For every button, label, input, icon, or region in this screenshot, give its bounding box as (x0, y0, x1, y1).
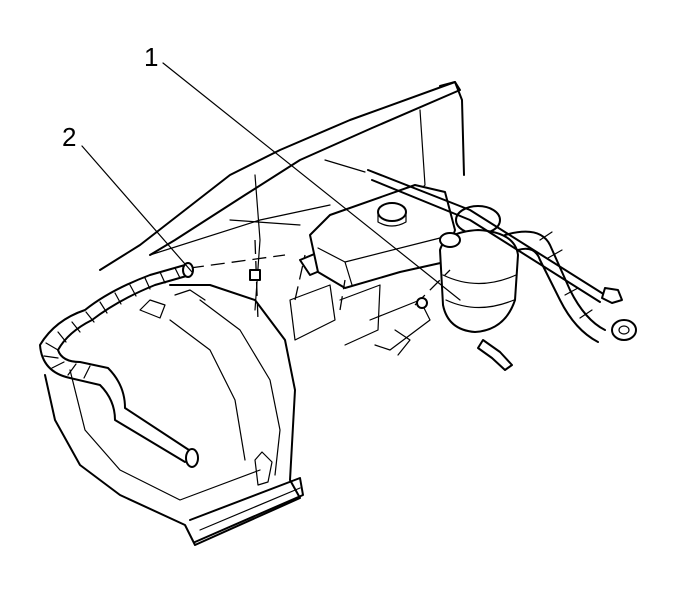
callout-1-label: 1 (144, 42, 158, 72)
callout-1-leader (162, 62, 461, 301)
reservoir-tank (309, 184, 456, 289)
body-panel (99, 81, 465, 311)
vapor-hose (39, 262, 199, 468)
vent-hose (504, 230, 637, 343)
mounting-rod (324, 159, 623, 304)
wheelhouse (44, 284, 304, 546)
callout-2-label: 2 (62, 122, 76, 152)
alignment-lines (189, 239, 451, 321)
callout-2-leader (81, 145, 193, 273)
evap-canister (439, 205, 519, 371)
